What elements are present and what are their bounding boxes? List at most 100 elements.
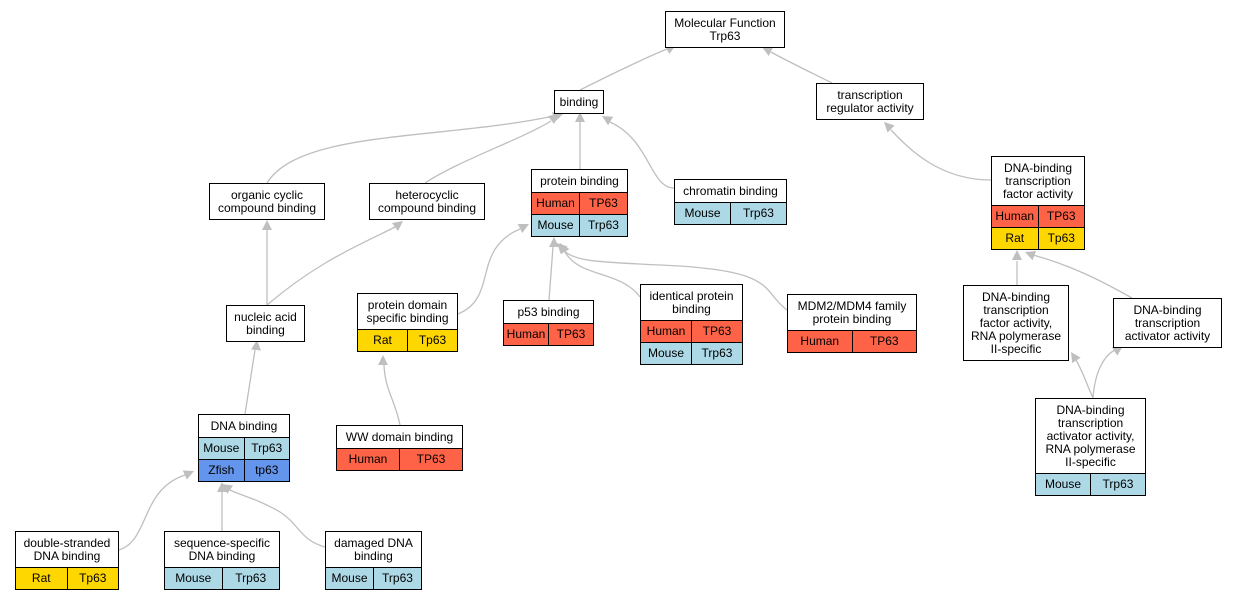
edge-line [1075, 359, 1094, 399]
go-term-label: protein domain specific binding [366, 298, 449, 325]
go-term-hcb[interactable]: heterocyclic compound binding [369, 183, 485, 220]
species-cell: Human [504, 324, 548, 345]
species-cell: Rat [992, 228, 1038, 249]
species-cell: Mouse [675, 203, 730, 224]
gene-cell: Trp63 [579, 215, 627, 236]
edge-arrowhead [222, 484, 234, 494]
gene-cell: TP63 [1037, 206, 1084, 227]
edge-line [383, 364, 401, 426]
gene-cell: TP63 [399, 449, 462, 470]
go-term-label: DNA-binding transcription factor activit… [1002, 161, 1074, 201]
species-cell: Rat [16, 568, 67, 589]
edge-arrowhead [251, 340, 261, 351]
species-cell: Zfish [199, 460, 244, 481]
edge-line [548, 246, 554, 301]
go-term-label: organic cyclic compound binding [217, 188, 317, 215]
go-term-label: transcription regulator activity [826, 88, 914, 115]
go-term-mf[interactable]: Molecular Function Trp63 [665, 11, 785, 48]
go-term-label: Molecular Function Trp63 [674, 16, 776, 43]
go-term-dbta[interactable]: DNA-binding transcription activator acti… [1113, 298, 1222, 348]
gene-cell: Tp63 [66, 568, 118, 589]
go-term-label: MDM2/MDM4 family protein binding [797, 299, 907, 326]
species-cell: Human [641, 321, 691, 342]
go-term-label: identical protein binding [649, 289, 734, 316]
go-term-nab[interactable]: nucleic acid binding [226, 305, 305, 342]
edge-line [579, 48, 668, 91]
go-term-ocb[interactable]: organic cyclic compound binding [209, 183, 325, 220]
go-term-dbta2[interactable]: DNA-binding transcription activator acti… [1035, 398, 1146, 496]
go-term-label: DNA binding [210, 419, 278, 433]
species-cell: Human [532, 193, 579, 214]
go-term-label: protein binding [540, 174, 619, 188]
edge-arrowhead [1025, 250, 1037, 261]
go-term-binding[interactable]: binding [554, 90, 604, 114]
go-term-label: damaged DNA binding [334, 536, 413, 563]
edge-arrowhead [392, 221, 403, 231]
edge-line [229, 489, 326, 548]
edge-line [244, 349, 256, 415]
species-cell: Mouse [326, 568, 373, 589]
go-term-tra[interactable]: transcription regulator activity [816, 83, 924, 120]
edge-line [562, 249, 788, 311]
edge-arrowhead [884, 122, 895, 133]
go-term-label: nucleic acid binding [234, 310, 297, 337]
edge-line [118, 474, 186, 551]
gene-cell: Tp63 [407, 330, 457, 351]
go-term-dbtf[interactable]: DNA-binding transcription factor activit… [991, 156, 1085, 250]
gene-cell: Tp63 [1037, 228, 1084, 249]
edge-line [890, 129, 992, 181]
edge-line [266, 115, 555, 184]
edge-arrowhead [262, 220, 272, 230]
edge-arrowhead [1071, 352, 1081, 364]
go-term-label: heterocyclic compound binding [377, 188, 477, 215]
go-term-label: sequence-specific DNA binding [173, 536, 271, 563]
go-term-dbtf2[interactable]: DNA-binding transcription factor activit… [963, 285, 1069, 361]
edge-arrowhead [1111, 346, 1123, 356]
edge-arrowhead [378, 355, 388, 365]
edge-line [1092, 349, 1116, 399]
species-cell: Human [788, 331, 852, 352]
edge-arrowhead [557, 243, 568, 254]
go-term-label: p53 binding [517, 305, 580, 319]
species-cell: Human [337, 449, 399, 470]
species-cell: Human [992, 206, 1038, 227]
species-cell: Rat [358, 330, 407, 351]
species-cell: Mouse [1036, 474, 1090, 495]
species-cell: Mouse [532, 215, 579, 236]
edge-arrowhead [762, 47, 774, 56]
edge-arrowhead [217, 482, 227, 492]
gene-cell: TP63 [851, 331, 916, 352]
edge-line [609, 121, 675, 189]
go-term-label: WW domain binding [345, 430, 454, 444]
gene-cell: TP63 [691, 321, 742, 342]
edge-arrowhead [517, 224, 529, 233]
edge-arrowhead [549, 237, 559, 247]
edge-line [266, 226, 396, 306]
edge-arrowhead [548, 114, 559, 124]
edge-line [564, 251, 641, 298]
